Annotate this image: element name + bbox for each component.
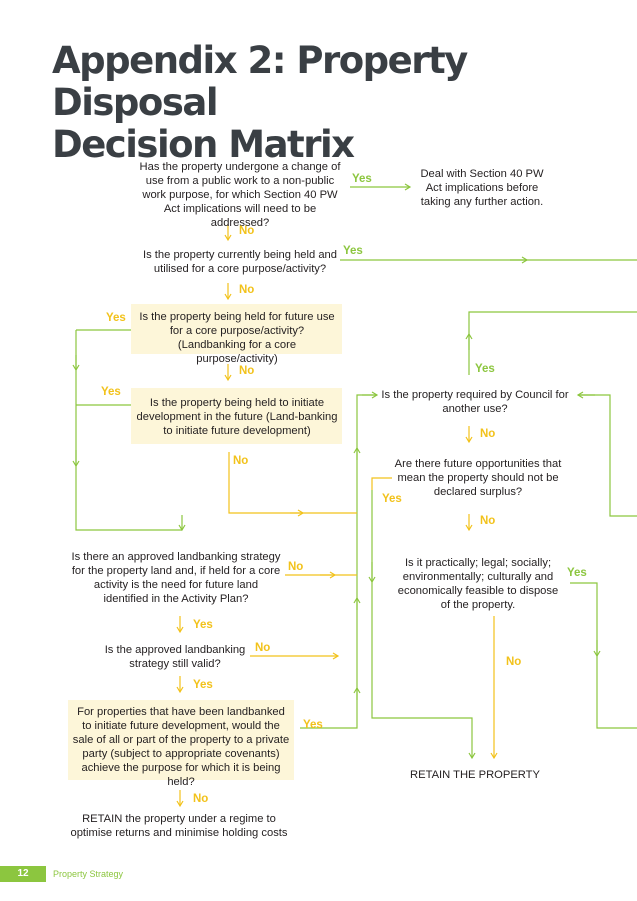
a1-deal-with-section40: Deal with Section 40 PW Act implications…: [420, 168, 544, 208]
r3-yes-label: Yes: [567, 567, 587, 579]
q1-yes-label: Yes: [352, 173, 372, 185]
r2-yes-connector: [371, 477, 392, 490]
q3-yes-label: Yes: [106, 312, 126, 324]
r1-required-by-council: Is the property required by Council for …: [381, 389, 569, 415]
footer-title: Property Strategy: [53, 869, 124, 879]
retain-the-property: RETAIN THE PROPERTY: [410, 769, 540, 781]
q4-landbanking-development: Is the property being held to initiate d…: [136, 397, 338, 437]
q2-core-purpose: Is the property currently being held and…: [142, 249, 338, 275]
q6-yes-label: Yes: [193, 679, 213, 691]
q2-yes-label: Yes: [343, 245, 363, 257]
q4-yes-label: Yes: [101, 386, 121, 398]
q4-no-line: [228, 452, 357, 514]
q6-strategy-valid: Is the approved landbanking strategy sti…: [104, 644, 246, 670]
q4-no-label: No: [233, 455, 249, 467]
retain-bottom-line: [371, 582, 476, 760]
q3-landbanking-core: Is the property being held for future us…: [139, 311, 335, 365]
r2-future-opportunities: Are there future opportunities that mean…: [394, 458, 562, 498]
r1-yes-line: [468, 311, 637, 375]
q1-section40-change-of-use: Has the property undergone a change of u…: [139, 161, 341, 229]
q5-no-label: No: [288, 561, 304, 573]
q5-yes-label: Yes: [193, 619, 213, 631]
page-title: Appendix 2: Property Disposal Decision M…: [52, 40, 637, 166]
q7-sale-achieve-purpose: For properties that have been landbanked…: [72, 706, 290, 788]
q7-yes-label: Yes: [303, 719, 323, 731]
q3-box: [131, 304, 342, 354]
q1-no-label: No: [239, 225, 255, 237]
left-yes-line: [75, 330, 182, 531]
q4-box: [131, 388, 342, 444]
q6-no-label: No: [255, 642, 271, 654]
r3-yes-line: [570, 582, 637, 729]
q3-no-label: No: [239, 365, 255, 377]
page-number: 12: [0, 866, 46, 882]
r1-yes-label: Yes: [475, 363, 495, 375]
r1-no-label: No: [480, 428, 496, 440]
q7-no-label: No: [193, 793, 209, 805]
retain-optimise-returns: RETAIN the property under a regime to op…: [70, 813, 288, 839]
q7-box: [68, 700, 294, 780]
r3-no-label: No: [506, 656, 522, 668]
r2-no-label: No: [480, 515, 496, 527]
q7-yes-line: [300, 394, 377, 729]
q5-approved-strategy: Is there an approved landbanking strateg…: [71, 551, 281, 605]
title-line-1: Appendix 2: Property Disposal: [52, 39, 468, 124]
r3-feasible-to-dispose: Is it practically; legal; socially; envi…: [397, 557, 559, 611]
right-return-line: [578, 394, 637, 517]
q2-no-label: No: [239, 284, 255, 296]
title-line-2: Decision Matrix: [52, 123, 355, 166]
r2-yes-label: Yes: [382, 493, 402, 505]
